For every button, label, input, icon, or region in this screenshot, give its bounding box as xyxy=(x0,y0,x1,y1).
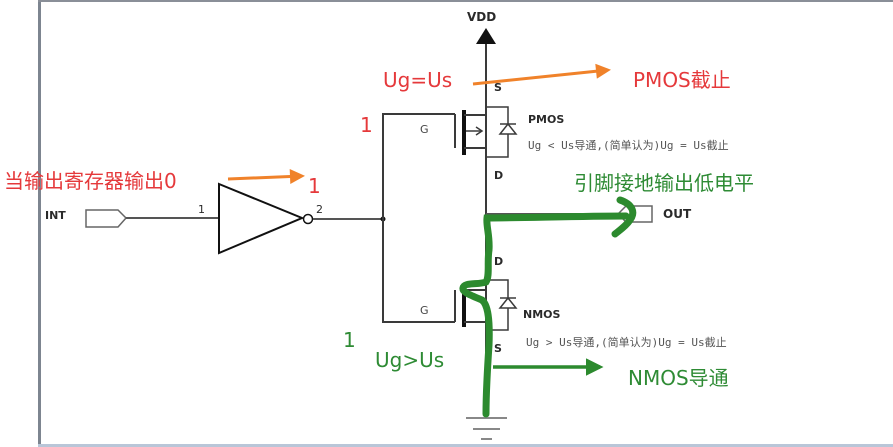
annotation-pmos-state: PMOS截止 xyxy=(633,68,731,92)
input-port-int[interactable] xyxy=(85,209,128,228)
gate-bus xyxy=(382,113,456,323)
nmos-drain-label: D xyxy=(494,255,504,268)
annotation-pmos-condition: Ug=Us xyxy=(383,68,453,92)
pmos-transistor xyxy=(462,106,518,290)
pmos-drain-label: D xyxy=(494,169,504,182)
inverter-pin-out: 2 xyxy=(316,203,323,216)
nmos-source-label: S xyxy=(494,342,502,355)
annotation-register-output: 当输出寄存器输出0 xyxy=(4,169,177,193)
annotation-nmos-gate-level: 1 xyxy=(343,328,356,352)
pmos-rule-text: Ug < Us导通,(简单认为)Ug = Us截止 xyxy=(528,139,729,152)
annotation-nmos-condition: Ug>Us xyxy=(375,348,445,372)
window-frame-left xyxy=(38,0,41,447)
annotation-inverter-output-level: 1 xyxy=(308,174,321,198)
pmos-gate-label: G xyxy=(420,123,429,136)
window-frame-bottom xyxy=(38,444,893,447)
pmos-source-label: S xyxy=(494,81,502,94)
pmos-label: PMOS xyxy=(528,113,565,126)
arrow-pmos-cutoff xyxy=(472,63,611,86)
annotation-pmos-gate-level: 1 xyxy=(360,113,373,137)
ground-symbol xyxy=(466,417,507,440)
green-current-path xyxy=(459,212,630,418)
arrow-register-to-inverter xyxy=(227,168,305,184)
nmos-rule-text: Ug > Us导通,(简单认为)Ug = Us截止 xyxy=(526,336,727,349)
inverter-pin-in: 1 xyxy=(198,203,205,216)
vdd-supply-symbol xyxy=(476,28,496,108)
vdd-label: VDD xyxy=(467,10,497,24)
out-port-label: OUT xyxy=(663,207,692,221)
inverter-gate xyxy=(218,182,314,255)
int-port-label: INT xyxy=(45,209,66,222)
nmos-gate-label: G xyxy=(420,304,429,317)
green-arrowhead-out xyxy=(611,196,637,238)
annotation-nmos-state: NMOS导通 xyxy=(628,366,729,390)
window-frame-top xyxy=(38,0,893,2)
nmos-label: NMOS xyxy=(523,308,561,321)
annotation-pin-result: 引脚接地输出低电平 xyxy=(574,171,754,195)
